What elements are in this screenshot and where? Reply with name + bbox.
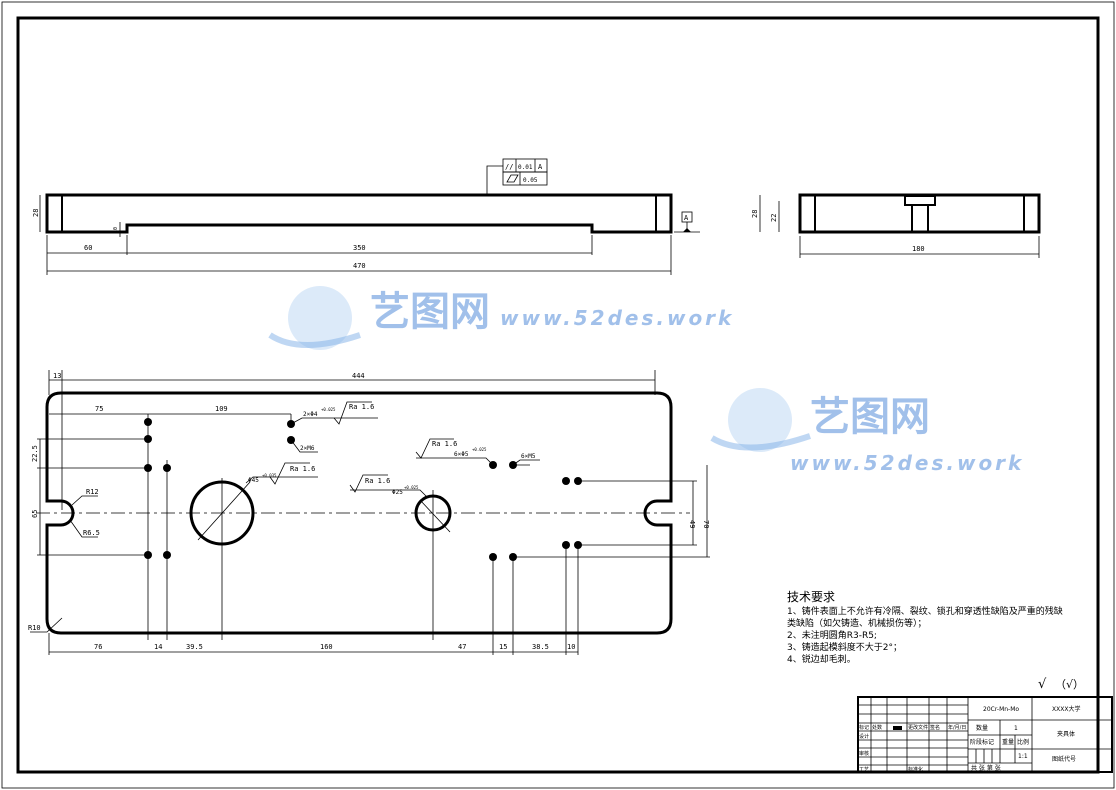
tech-line: 类缺陷（如欠铸造、机械损伤等）；	[787, 617, 927, 629]
surface-finish-mark: √	[1038, 677, 1047, 692]
callout-bore-45-tol: +0.035	[262, 473, 277, 478]
inner-frame	[16, 16, 1100, 774]
dim-13: 13	[53, 372, 61, 380]
callout-m6: 2×M6	[300, 445, 315, 452]
tech-title: 技术要求	[787, 590, 835, 604]
roughness-icon	[349, 474, 388, 493]
qty: 1	[1014, 725, 1018, 732]
side-dim-height: 28	[751, 210, 759, 218]
scale-label: 比例	[1017, 738, 1029, 746]
dim-r10: R10	[28, 624, 41, 632]
dim-75: 75	[95, 405, 103, 413]
roughness-label: Ra 1.6	[290, 465, 315, 473]
rev-header: 更改文件	[908, 724, 928, 731]
roughness-icon	[415, 438, 454, 459]
dim-r6-5: R6.5	[83, 529, 100, 537]
roughness-label: Ra 1.6	[365, 477, 390, 485]
roughness-label: Ra 1.6	[432, 440, 457, 448]
gdt-flatness-value: 0.05	[523, 177, 538, 184]
qty-label: 数量	[976, 724, 988, 732]
material: 20Cr-Mn-Mo	[983, 706, 1019, 713]
dim-49: 49	[688, 520, 696, 528]
dim-109: 109	[215, 405, 228, 413]
gdt-datum: A	[538, 163, 543, 171]
rev-header: 签名	[930, 724, 940, 731]
gdt-flatness-frame	[502, 171, 548, 186]
side-view: 28 22 180	[751, 193, 1041, 258]
dim-70: 70	[702, 520, 710, 528]
callout-bore-25-tol: +0.025	[404, 485, 419, 490]
design-label: 设计	[859, 733, 869, 740]
dim-r12: R12	[86, 488, 99, 496]
redacted-cell	[893, 726, 902, 730]
standard-label: 标准化	[908, 766, 923, 773]
tech-line: 1、铸件表面上不允许有冷隔、裂纹、锁孔和穿透性缺陷及严重的残缺	[787, 605, 1063, 617]
dim-b160: 160	[320, 643, 333, 651]
parallelism-icon: //	[505, 163, 513, 171]
watermark-brand: 艺图网	[370, 289, 490, 335]
callout-holes-4: 2×Φ4	[303, 411, 318, 418]
review-label: 审核	[859, 750, 869, 757]
dim-pocket: 350	[353, 244, 366, 252]
dim-b15: 15	[499, 643, 507, 651]
rev-header: 年/月/日	[948, 724, 966, 731]
dim-b47: 47	[458, 643, 466, 651]
process-label: 工艺	[859, 767, 869, 773]
dim-b10: 10	[567, 643, 575, 651]
drawing-no-label: 图纸代号	[1052, 755, 1076, 763]
watermark-url: www.52des.work	[500, 306, 734, 330]
dim-b14: 14	[154, 643, 162, 651]
part-name: 夹具体	[1057, 730, 1075, 738]
callout-bore-45: Φ45	[248, 477, 259, 484]
dim-22-5: 22.5	[31, 445, 39, 462]
watermark-brand: 艺图网	[810, 394, 930, 440]
tech-line: 4、锐边却毛刺。	[787, 653, 856, 665]
dim-b76: 76	[94, 643, 102, 651]
callout-m5: 6×M5	[521, 453, 536, 460]
dim-overall: 470	[353, 262, 366, 270]
top-view: 13 444 75 109 22.5 65 R12 R6.5 R10 49 70…	[28, 370, 710, 655]
dim-444: 444	[352, 372, 365, 380]
datum-label: A	[684, 214, 689, 222]
dim-b39-5: 39.5	[186, 643, 203, 651]
tech-line: 3、铸造起模斜度不大于2°；	[787, 641, 902, 653]
small-holes	[144, 418, 582, 561]
watermark-url: www.52des.work	[790, 451, 1024, 475]
dim-height: 28	[32, 209, 40, 217]
tech-line: 2、未注明圆角R3-R5;	[787, 629, 877, 641]
dim-left: 60	[84, 244, 92, 252]
roughness-icon	[333, 401, 372, 425]
weight-label: 重量	[1002, 738, 1014, 746]
stage-label: 阶段标记	[970, 738, 994, 746]
technical-requirements: 技术要求 1、铸件表面上不允许有冷隔、裂纹、锁孔和穿透性缺陷及严重的残缺 类缺陷…	[787, 590, 1084, 692]
dim-step: 10	[113, 227, 119, 233]
flatness-icon	[506, 174, 519, 183]
front-view: 28 10 60 350 470 // 0.01 A 0.05 A	[32, 158, 700, 275]
callout-holes-5-tol: +0.025	[472, 447, 487, 452]
rev-header: 处数	[872, 724, 882, 731]
side-dim-width: 180	[912, 245, 925, 253]
surface-finish-mark-paren: （√）	[1055, 678, 1084, 691]
school: XXXX大学	[1052, 705, 1080, 713]
side-dim-inner: 22	[770, 214, 778, 222]
watermark-right: 艺图网 www.52des.work	[710, 388, 1024, 475]
rev-header: 标记	[859, 724, 869, 731]
callout-bore-25: Φ25	[392, 489, 403, 496]
callout-holes-5: 6×Φ5	[454, 451, 469, 458]
watermark-left: 艺图网 www.52des.work	[268, 286, 734, 350]
sheets: 共 张 第 张	[971, 764, 1001, 772]
roughness-label: Ra 1.6	[349, 403, 374, 411]
callout-holes-4-tol: +0.025	[321, 407, 336, 412]
dim-b38-5: 38.5	[532, 643, 549, 651]
roughness-icon	[269, 462, 310, 485]
dim-65: 65	[31, 510, 39, 518]
title-block: 20Cr-Mn-Mo XXXX大学 夹具体 图纸代号 数量 1 阶段标记 重量 …	[857, 696, 1113, 773]
scale: 1:1	[1018, 753, 1028, 760]
gdt-parallel-value: 0.01	[518, 164, 533, 171]
